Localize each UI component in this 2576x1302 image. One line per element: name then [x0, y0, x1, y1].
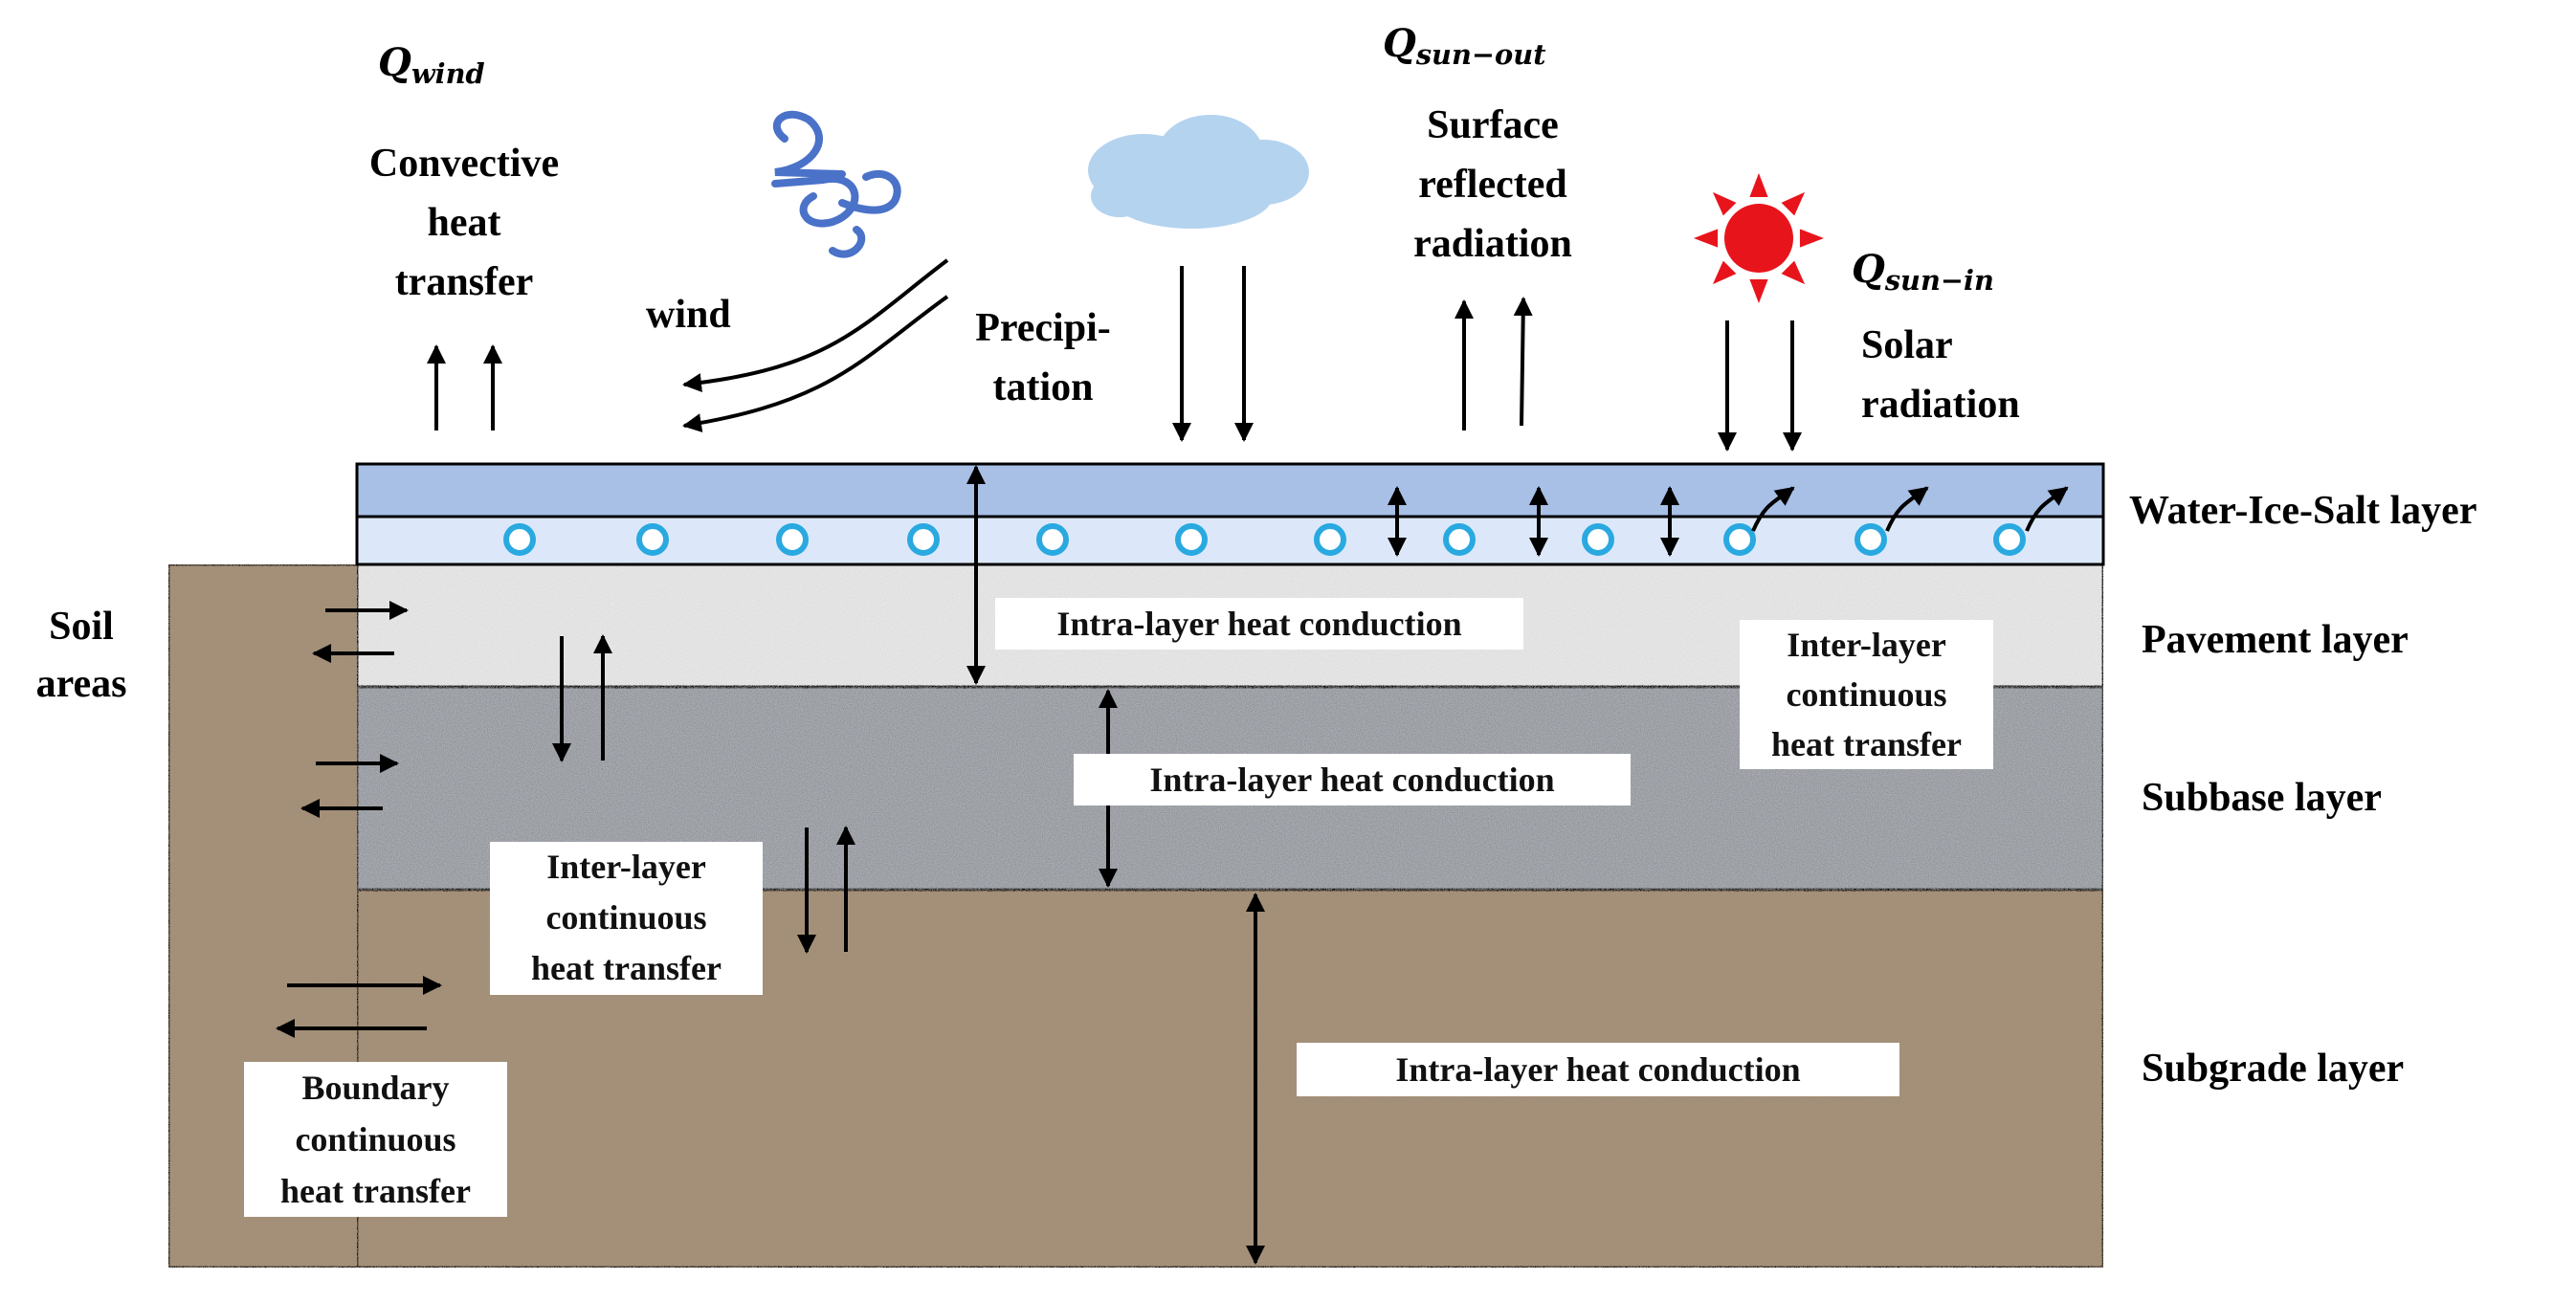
salt-bubble — [776, 523, 809, 556]
salt-bubble — [1582, 523, 1614, 556]
sun-ray — [1781, 191, 1806, 216]
sun-ray — [1799, 229, 1824, 248]
pavement-layer-label: Pavement layer — [2142, 618, 2409, 662]
intra-layer-pavement-box: Intra-layer heat conduction — [995, 598, 1523, 650]
salt-bubble — [503, 523, 536, 556]
salt-bubble — [1175, 523, 1208, 556]
salt-bubble — [907, 523, 940, 556]
absorption-arrow — [2025, 486, 2069, 532]
q-sun-out-symbol: Qsun−out — [1383, 21, 1546, 72]
salt-bubbles — [503, 523, 2026, 556]
absorption-arrow — [1751, 486, 1795, 532]
precipitation-label: Precipi-tation — [975, 306, 1111, 409]
sun-ray — [1749, 278, 1768, 303]
sun-ray — [1781, 260, 1806, 285]
wind-streamlines — [682, 258, 949, 433]
heat-arrow — [1513, 297, 1533, 427]
sun-ray — [1749, 173, 1768, 198]
salt-bubble — [1036, 523, 1069, 556]
sun-icon — [1694, 173, 1824, 303]
wind-icon — [771, 110, 901, 258]
q-sun-in-symbol: Qsun−in — [1852, 247, 1994, 298]
water-ice-salt-layer-label: Water-Ice-Salt layer — [2129, 489, 2477, 533]
intra-layer-subgrade-box: Intra-layer heat conduction — [1297, 1043, 1899, 1096]
salt-bubble — [1993, 523, 2026, 556]
q-wind-symbol: Qwind — [378, 40, 485, 91]
salt-bubble — [636, 523, 669, 556]
intra-layer-subbase-box: Intra-layer heat conduction — [1074, 754, 1631, 805]
salt-bubble — [1314, 523, 1346, 556]
sun-ray — [1712, 191, 1737, 216]
cloud-icon — [1088, 115, 1309, 229]
salt-bubble — [1443, 523, 1476, 556]
salt-bubble — [1723, 523, 1756, 556]
sun-ray — [1712, 260, 1737, 285]
water-ice-salt-lower — [355, 515, 2105, 566]
heat-flux-arrows — [276, 266, 2069, 1265]
sun-ray — [1694, 229, 1719, 248]
subbase-layer-label: Subbase layer — [2142, 776, 2382, 820]
water-ice-salt-upper — [355, 462, 2105, 519]
absorption-arrow — [1885, 486, 1929, 532]
subgrade-layer-label: Subgrade layer — [2142, 1047, 2405, 1091]
wind-label: wind — [646, 293, 731, 337]
salt-bubble — [1854, 523, 1887, 556]
